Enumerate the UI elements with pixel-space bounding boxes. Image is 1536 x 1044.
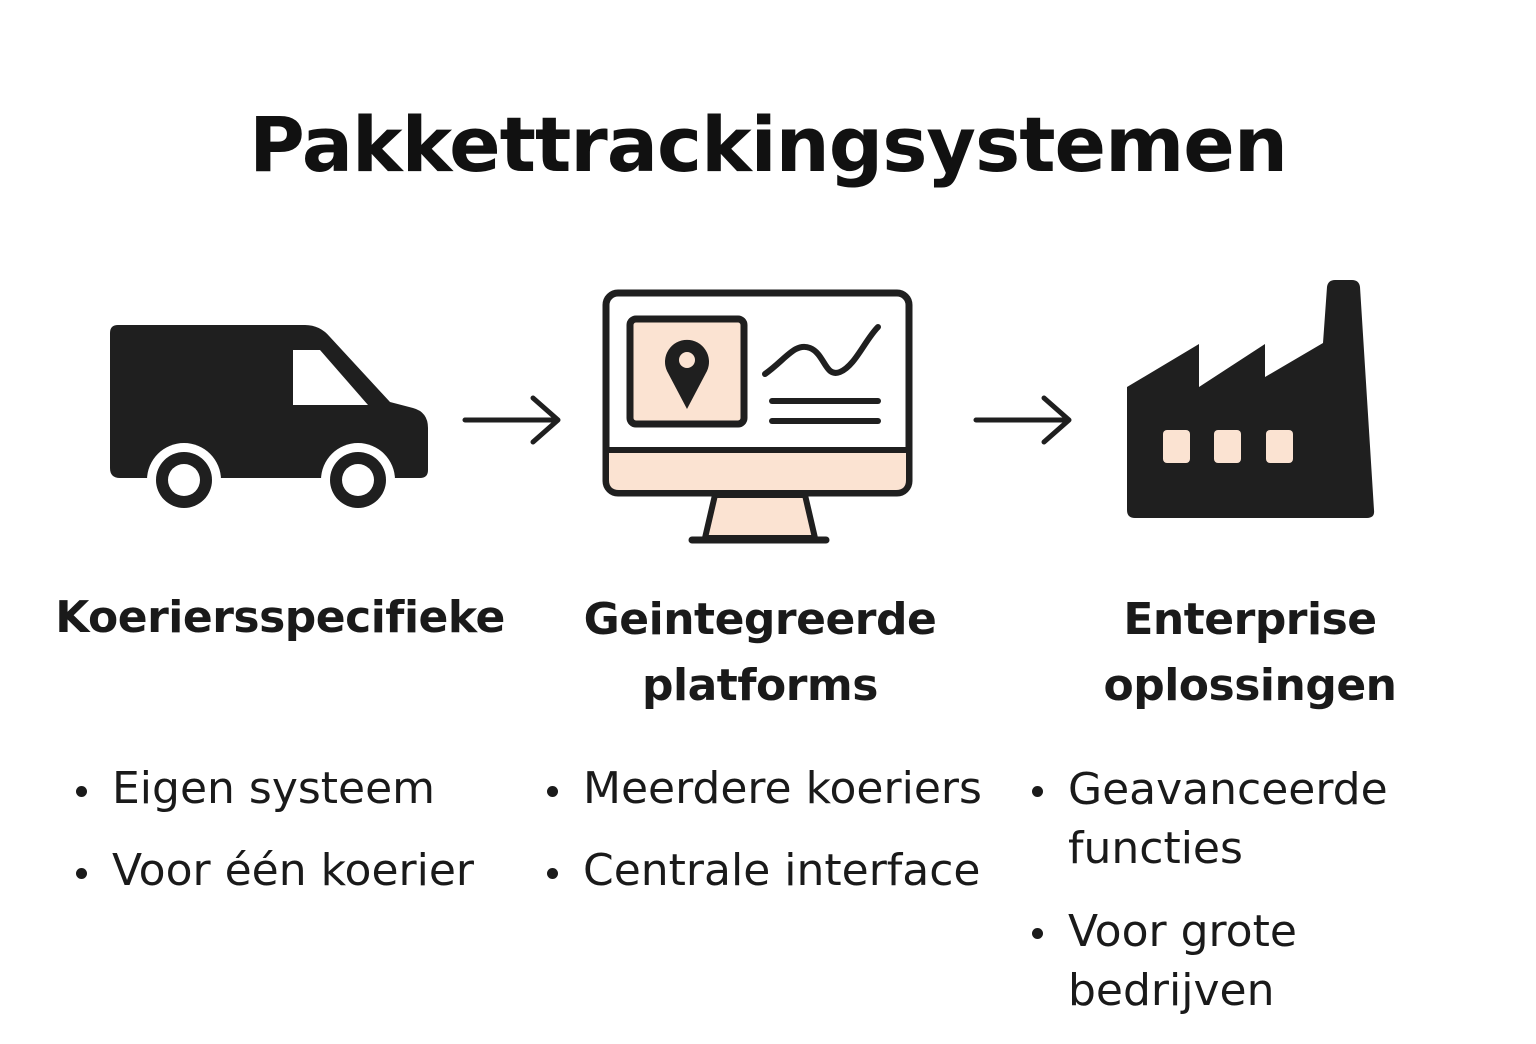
list-item: Centrale interface	[543, 842, 1013, 900]
arrow-right-icon	[462, 395, 561, 445]
list-item: Meerdere koeriers	[543, 760, 1013, 818]
computer-monitor-icon	[602, 289, 913, 544]
list-item: Voor één koerier	[72, 842, 512, 900]
bullet-list-integrated-platforms: Meerdere koeriers Centrale interface	[543, 760, 1013, 924]
bullet-list-courier-specific: Eigen systeem Voor één koerier	[72, 760, 512, 924]
column-heading-courier-specific: Koeriersspecifieke	[55, 592, 505, 643]
delivery-van-icon	[110, 325, 428, 517]
page-title: Pakkettrackingsystemen	[249, 100, 1288, 189]
column-heading-enterprise-solutions: Enterprise oplossingen	[1103, 594, 1397, 711]
factory-icon	[1127, 280, 1375, 518]
arrow-right-icon	[973, 395, 1072, 445]
list-item: Voor grote bedrijven	[1028, 902, 1498, 1020]
list-item: Eigen systeem	[72, 760, 512, 818]
bullet-list-enterprise-solutions: Geavanceerde functies Voor grote bedrijv…	[1028, 760, 1498, 1044]
column-heading-integrated-platforms: Geintegreerde platforms	[583, 594, 937, 711]
list-item: Geavanceerde functies	[1028, 760, 1408, 878]
